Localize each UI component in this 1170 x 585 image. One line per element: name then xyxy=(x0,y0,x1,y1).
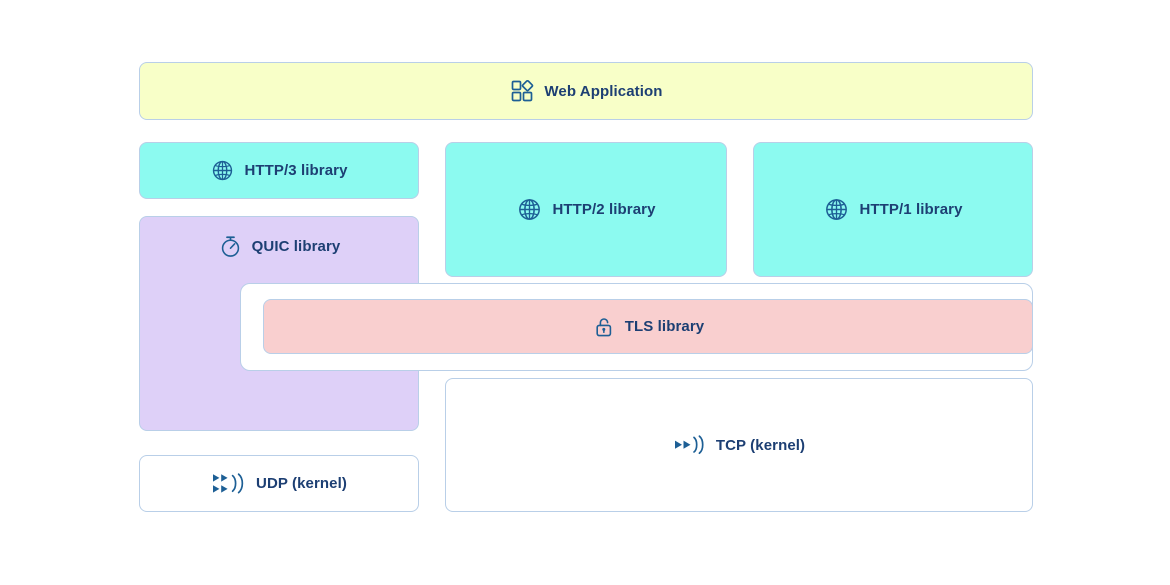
node-label: TCP (kernel) xyxy=(715,436,806,454)
node-content: Web Application xyxy=(509,78,662,104)
unlocked-padlock-icon xyxy=(592,315,616,339)
globe-icon xyxy=(210,158,235,183)
node-content: HTTP/3 library xyxy=(210,158,347,183)
node-label: UDP (kernel) xyxy=(256,475,347,492)
datagram-broadcast-icon xyxy=(211,472,247,496)
node-content: TCP (kernel) xyxy=(673,435,805,455)
node-label: TLS library xyxy=(624,318,705,335)
stream-broadcast-icon xyxy=(673,435,707,455)
node-label: HTTP/3 library xyxy=(244,162,348,179)
apps-grid-icon xyxy=(509,78,535,104)
globe-icon xyxy=(823,196,850,223)
node-label: Web Application xyxy=(544,82,663,100)
globe-icon xyxy=(516,196,543,223)
node-tcp-kernel[interactable]: TCP (kernel) xyxy=(445,378,1033,512)
node-content: QUIC library xyxy=(218,234,341,259)
node-content: TLS library xyxy=(592,315,704,339)
node-udp-kernel[interactable]: UDP (kernel) xyxy=(139,455,419,512)
node-label: QUIC library xyxy=(251,238,341,255)
node-http3-library[interactable]: HTTP/3 library xyxy=(139,142,419,199)
node-http1-library[interactable]: HTTP/1 library xyxy=(753,142,1033,277)
node-http2-library[interactable]: HTTP/2 library xyxy=(445,142,727,277)
stopwatch-icon xyxy=(218,234,243,259)
node-content: UDP (kernel) xyxy=(211,472,347,496)
node-content: HTTP/2 library xyxy=(516,196,655,223)
node-web-application[interactable]: Web Application xyxy=(139,62,1033,120)
node-label: HTTP/2 library xyxy=(552,201,656,218)
node-label: HTTP/1 library xyxy=(859,201,963,218)
node-tls-library[interactable]: TLS library xyxy=(263,299,1033,354)
node-content: HTTP/1 library xyxy=(823,196,962,223)
